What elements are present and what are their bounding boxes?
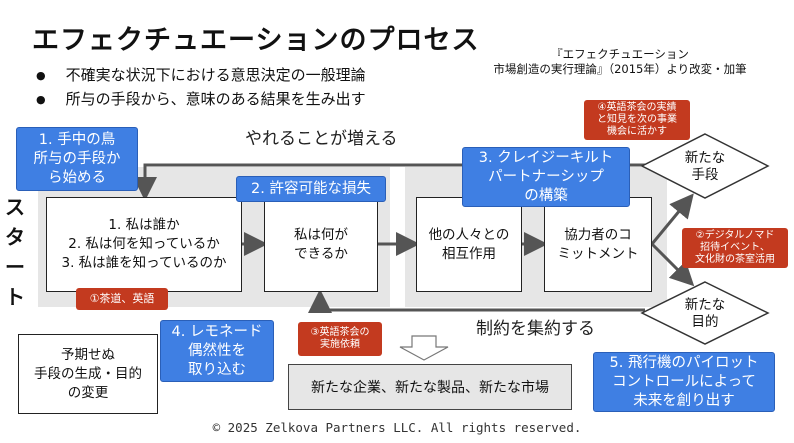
principle-line: 5. 飛行機のパイロット — [609, 354, 759, 371]
unexpected-change-box: 予期せぬ 手段の生成・目的 の変更 — [18, 334, 158, 414]
principle-line: 偶然性を — [188, 342, 246, 359]
box-line: の変更 — [67, 384, 109, 401]
note-line: ④英語茶会の実績 — [597, 102, 677, 113]
principle-4-lemonade: 4. レモネード 偶然性を 取り込む — [160, 320, 274, 382]
box-line: 3. 私は誰を知っているのか — [61, 255, 227, 271]
interaction-box: 他の人々との 相互作用 — [416, 197, 522, 292]
principle-1-bird-in-hand: 1. 手中の鳥 所与の手段か ら始める — [16, 127, 138, 191]
principle-line: の構築 — [524, 187, 568, 204]
branch-arrow-down — [650, 242, 695, 287]
box-line: 1. 私は誰か — [108, 217, 180, 233]
principle-line: 取り込む — [188, 361, 246, 378]
bullet-item: 不確実な状況下における意思決定の一般理論 — [36, 64, 366, 88]
note-3-english-tea-request: ③英語茶会の 実施依頼 — [298, 322, 382, 356]
principle-line: 4. レモネード — [171, 323, 263, 340]
box-line: 私は何が — [294, 226, 348, 243]
start-char: ー — [5, 255, 25, 279]
box-line: 2. 私は何を知っているか — [68, 236, 220, 252]
box-line: 協力者のコ — [564, 226, 632, 243]
source-line: 市場創造の実行理論』（2015年）より改変・加筆 — [493, 62, 747, 76]
results-arrow — [399, 335, 449, 361]
box-line: 他の人々との — [428, 226, 510, 243]
box-line: 手段の生成・目的 — [34, 365, 142, 382]
what-can-i-do-box: 私は何が できるか — [264, 197, 378, 292]
principle-2-affordable-loss: 2. 許容可能な損失 — [236, 176, 386, 202]
note-line: と知見を次の事業 — [597, 114, 677, 125]
new-goal-label: 新たな 目的 — [670, 297, 740, 331]
box-line: 予期せぬ — [61, 346, 115, 363]
start-char: タ — [5, 225, 25, 249]
diamond-line: 新たな — [684, 297, 726, 313]
note-4-next-business: ④英語茶会の実績 と知見を次の事業 機会に活かす — [584, 100, 690, 140]
note-line: 機会に活かす — [607, 126, 667, 137]
source-citation: 『エフェクチュエーション 市場創造の実行理論』（2015年）より改変・加筆 — [470, 47, 770, 77]
principle-line: パートナーシップ — [488, 168, 604, 185]
new-means-label: 新たな 手段 — [670, 150, 740, 184]
who-am-i-box: 1. 私は誰か 2. 私は何を知っているか 3. 私は誰を知っているのか — [46, 197, 242, 292]
bottom-loop-label: 制約を集約する — [476, 319, 595, 339]
note-line: 招待イベント、 — [700, 242, 770, 253]
new-goal-diamond — [640, 281, 770, 345]
source-line: 『エフェクチュエーション — [551, 47, 689, 61]
bullet-item: 所与の手段から、意味のある結果を生み出す — [36, 88, 366, 112]
note-line: ②デジタルノマド — [695, 230, 775, 241]
results-box: 新たな企業、新たな製品、新たな市場 — [288, 364, 572, 410]
start-char: ス — [5, 195, 25, 219]
principle-line: 1. 手中の鳥 — [38, 131, 116, 148]
principle-5-pilot-in-plane: 5. 飛行機のパイロット コントロールによって 未来を創り出す — [593, 352, 775, 412]
principle-3-crazy-quilt: 3. クレイジーキルト パートナーシップ の構築 — [462, 147, 630, 207]
start-label: ス タ ー ト — [3, 192, 27, 312]
principle-line: 未来を創り出す — [633, 392, 735, 409]
start-char: ト — [5, 285, 25, 309]
top-loop-label: やれることが増える — [245, 129, 398, 149]
principle-line: 所与の手段か — [33, 150, 121, 167]
copyright-footer: © 2025 Zelkova Partners LLC. All rights … — [212, 420, 582, 435]
diamond-line: 目的 — [691, 314, 719, 330]
note-1-tea-english: ①茶道、英語 — [76, 288, 168, 310]
branch-arrow-up — [650, 193, 694, 245]
note-line: ③英語茶会の — [310, 327, 370, 338]
diamond-line: 手段 — [691, 167, 719, 183]
principle-line: 3. クレイジーキルト — [478, 149, 614, 166]
bullet-list: 不確実な状況下における意思決定の一般理論 所与の手段から、意味のある結果を生み出… — [36, 64, 366, 112]
note-2-digital-nomad: ②デジタルノマド 招待イベント、 文化財の茶室活用 — [682, 228, 788, 268]
box-line: ミットメント — [557, 245, 639, 262]
box-line: 相互作用 — [442, 245, 496, 262]
principle-line: ら始める — [48, 169, 106, 186]
principle-line: コントロールによって — [612, 373, 756, 390]
new-means-diamond — [640, 133, 770, 199]
bottom-loop-arrow — [308, 289, 645, 313]
commitment-box: 協力者のコ ミットメント — [544, 197, 652, 292]
page-title: エフェクチュエーションのプロセス — [32, 25, 480, 56]
note-line: 実施依頼 — [320, 339, 360, 350]
diamond-line: 新たな — [684, 150, 726, 166]
note-line: 文化財の茶室活用 — [695, 254, 775, 265]
box-line: できるか — [294, 245, 348, 262]
